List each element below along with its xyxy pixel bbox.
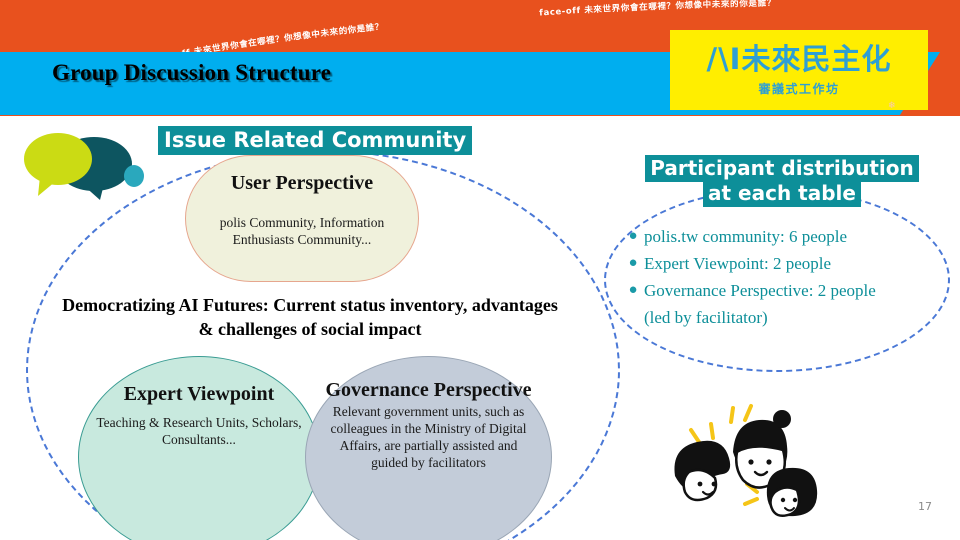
speech-bubble-dot-icon [124, 165, 144, 187]
bubble-user-perspective: User Perspective polis Community, Inform… [185, 155, 419, 282]
bullet-icon: ● [628, 254, 638, 271]
participant-item-label: Governance Perspective: 2 people [644, 280, 876, 300]
bubble-expert-body: Teaching & Research Units, Scholars, Con… [96, 415, 302, 447]
list-item: ● Governance Perspective: 2 people [622, 280, 952, 303]
bubble-user-body: polis Community, Information Enthusiasts… [219, 215, 385, 247]
participant-item-label: Expert Viewpoint: 2 people [644, 253, 832, 273]
diagram-center-statement: Democratizing AI Futures: Current status… [62, 295, 558, 340]
speech-bubble-lime-icon [24, 133, 92, 185]
bubble-expert-title: Expert Viewpoint [123, 383, 275, 405]
person-right-icon [766, 467, 818, 517]
bubble-governance-title: Governance Perspective [325, 379, 532, 401]
bubble-user-title: User Perspective [230, 172, 374, 194]
bubble-expert-viewpoint: Expert Viewpoint Teaching & Research Uni… [78, 356, 320, 540]
participant-badge-line2: at each table [703, 180, 861, 207]
logo-sub-text: 審議式工作坊 [758, 82, 840, 96]
issue-community-badge: Issue Related Community [158, 126, 473, 156]
logo-main-text: /\I未來民主化 [706, 42, 892, 76]
participant-distribution-badge: Participant distribution at each table [630, 155, 934, 207]
bubble-governance-body: Relevant government units, such as colle… [330, 404, 527, 470]
participant-item-label: polis.tw community: 6 people [644, 227, 848, 246]
person-left-icon [674, 440, 731, 502]
bubble-governance-perspective: Governance Perspective Relevant governme… [305, 356, 552, 540]
page-number: 17 [918, 500, 932, 513]
page-title: Group Discussion Structure [52, 60, 332, 85]
list-item: ● Expert Viewpoint: 2 people [622, 253, 952, 276]
list-item: ● polis.tw community: 6 people [622, 226, 952, 249]
bullet-icon: ● [628, 228, 638, 244]
workshop-logo: /\I未來民主化 審議式工作坊 [670, 30, 928, 110]
speech-bubbles-decoration [24, 133, 144, 200]
participant-list: ● polis.tw community: 6 people ● Expert … [622, 226, 952, 330]
participant-facilitator-note: (led by facilitator) [644, 307, 768, 327]
bullet-icon: ● [628, 281, 638, 298]
three-people-illustration [674, 404, 818, 517]
header-flower-icon: ❄ [888, 100, 896, 110]
participant-badge-line1: Participant distribution [645, 155, 919, 182]
